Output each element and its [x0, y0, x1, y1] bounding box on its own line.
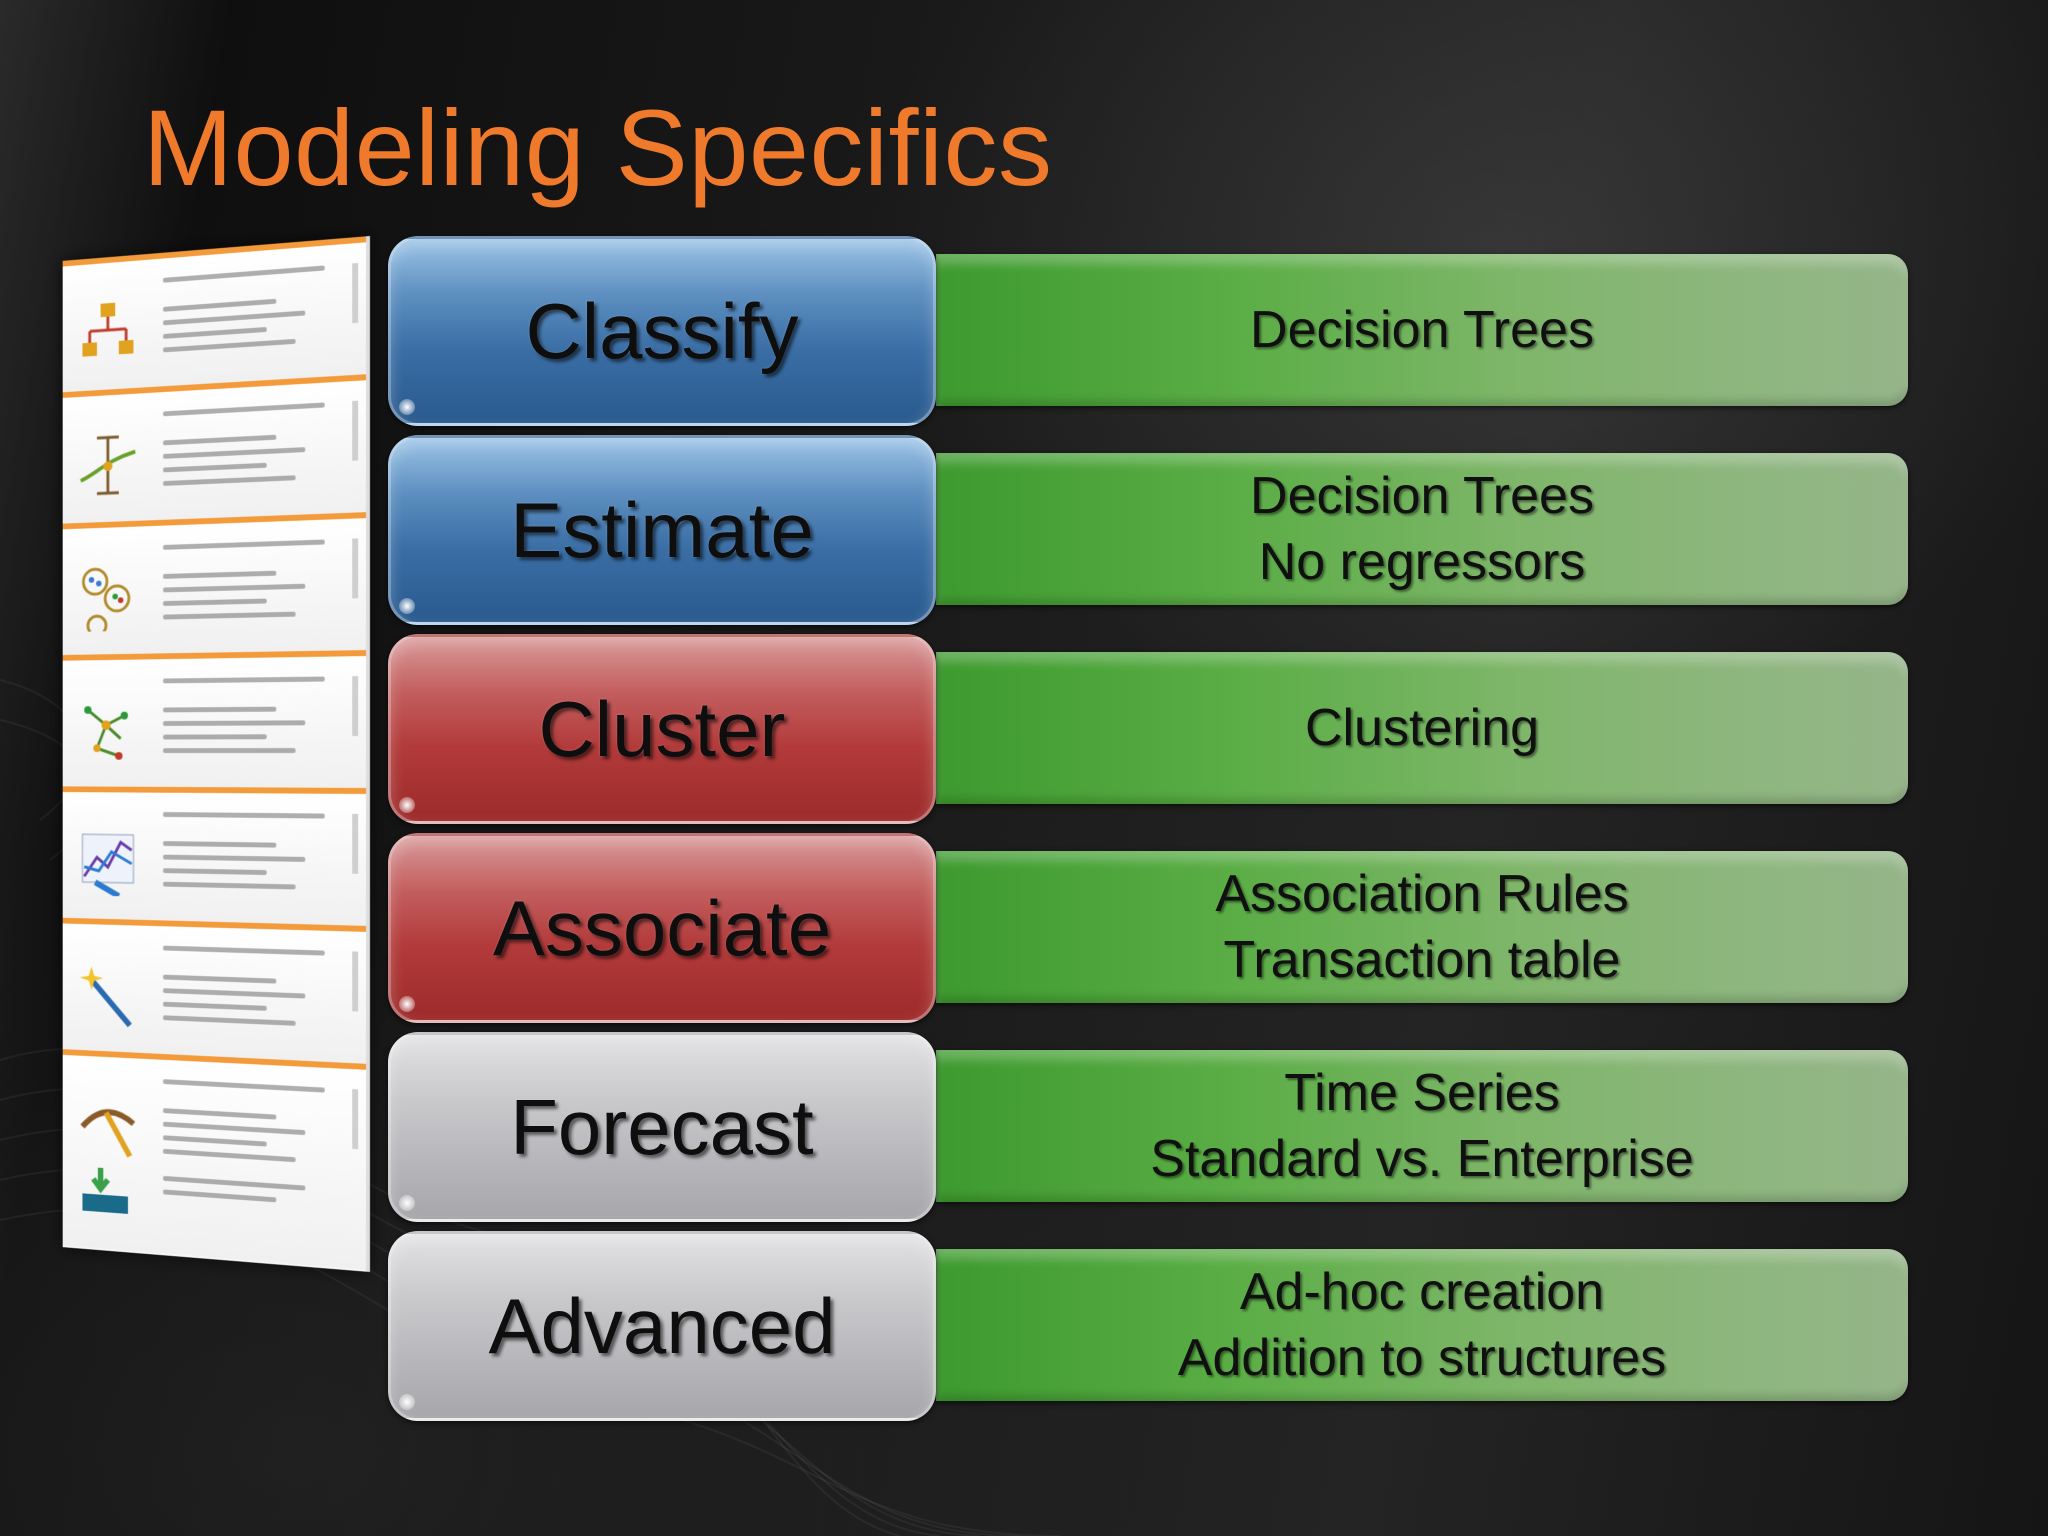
category-row-classify: Decision Trees Classify	[388, 236, 1914, 426]
thumbnail-panel	[63, 918, 366, 1064]
algorithm-box-advanced: Ad-hoc creationAddition to structures	[936, 1249, 1908, 1401]
category-label-advanced: Advanced	[388, 1231, 936, 1421]
category-row-forecast: Time SeriesStandard vs. Enterprise Foreca…	[388, 1032, 1914, 1222]
algorithm-line: Ad-hoc creation	[1240, 1259, 1604, 1325]
category-text: Cluster	[538, 684, 785, 775]
thumbnail-panel	[63, 374, 366, 523]
thumbnail-panel	[63, 512, 366, 655]
thumbnail-panel	[63, 650, 366, 788]
thumbnail-panel	[63, 236, 366, 392]
category-text: Advanced	[489, 1281, 836, 1372]
algorithm-box-associate: Association RulesTransaction table	[936, 851, 1908, 1003]
algorithm-box-estimate: Decision TreesNo regressors	[936, 453, 1908, 605]
line-chart-icon	[79, 828, 137, 896]
slide-title: Modeling Specifics	[143, 88, 1052, 208]
category-row-advanced: Ad-hoc creationAddition to structures Adv…	[388, 1231, 1914, 1421]
category-text: Classify	[525, 286, 798, 377]
cluster-circles-icon	[79, 563, 137, 632]
algorithm-line: Decision Trees	[1250, 463, 1594, 529]
highlight-dot	[399, 399, 415, 415]
category-row-associate: Association RulesTransaction tableAssoci…	[388, 833, 1914, 1023]
highlight-dot	[399, 996, 415, 1012]
algorithm-line: Decision Trees	[1250, 297, 1594, 363]
mining-tool-icon	[79, 1092, 137, 1220]
category-label-associate: Associate	[388, 833, 936, 1023]
algorithm-box-cluster: Clustering	[936, 652, 1908, 804]
org-chart-icon	[79, 297, 137, 368]
graph-plot-icon	[79, 430, 137, 500]
wand-icon	[79, 960, 137, 1029]
algorithm-line: Standard vs. Enterprise	[1150, 1126, 1693, 1192]
thumbnail-panel	[63, 786, 366, 926]
algorithm-line: Association Rules	[1215, 861, 1628, 927]
highlight-dot	[399, 797, 415, 813]
algorithm-box-classify: Decision Trees	[936, 254, 1908, 406]
algorithm-line: Clustering	[1305, 695, 1539, 761]
highlight-dot	[399, 1394, 415, 1410]
highlight-dot	[399, 1195, 415, 1211]
category-label-classify: Classify	[388, 236, 936, 426]
category-text: Estimate	[510, 485, 813, 576]
algorithm-line: Transaction table	[1224, 927, 1621, 993]
thumbnail-strip	[63, 236, 370, 1272]
thumbnail-panel	[63, 1049, 366, 1270]
category-row-estimate: Decision TreesNo regressors Estimate	[388, 435, 1914, 625]
algorithm-box-forecast: Time SeriesStandard vs. Enterprise	[936, 1050, 1908, 1202]
algorithm-line: No regressors	[1259, 529, 1586, 595]
algorithm-line: Addition to structures	[1178, 1325, 1666, 1391]
category-label-estimate: Estimate	[388, 435, 936, 625]
algorithm-line: Time Series	[1284, 1060, 1559, 1126]
category-text: Associate	[493, 883, 831, 974]
highlight-dot	[399, 598, 415, 614]
category-text: Forecast	[510, 1082, 813, 1173]
network-icon	[79, 696, 137, 763]
category-label-cluster: Cluster	[388, 634, 936, 824]
category-row-cluster: Clustering Cluster	[388, 634, 1914, 824]
category-label-forecast: Forecast	[388, 1032, 936, 1222]
